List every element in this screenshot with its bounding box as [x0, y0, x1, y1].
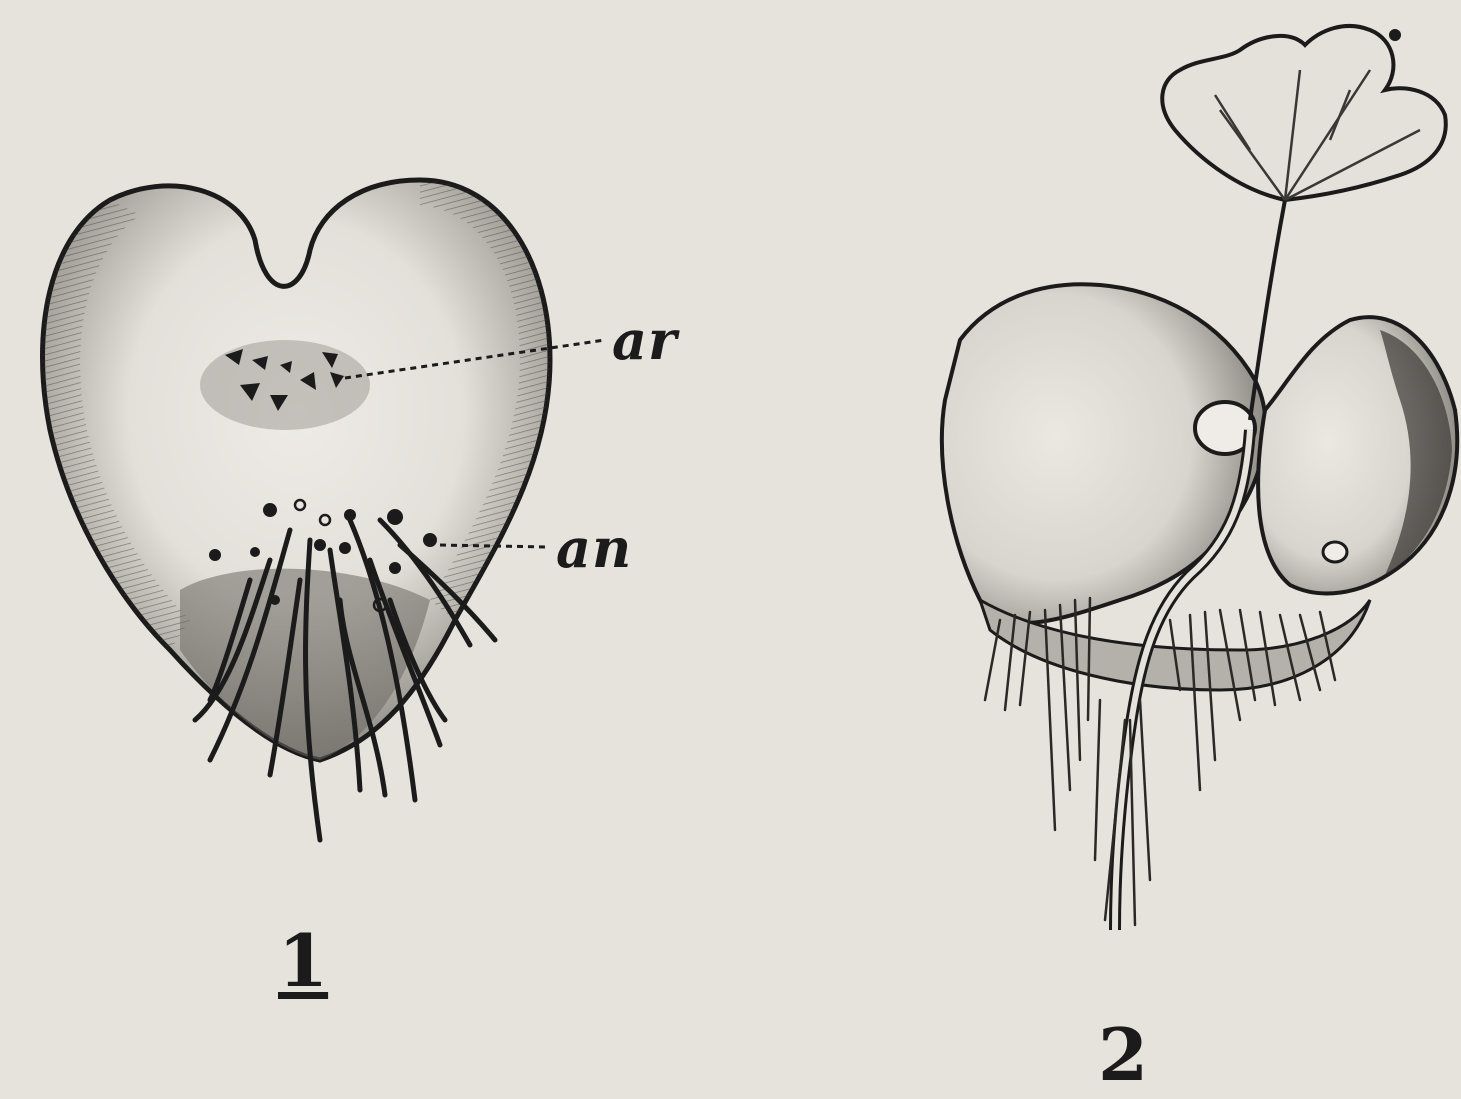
leaf-stalk — [1250, 200, 1285, 420]
figure-1-prothallus — [43, 180, 606, 840]
figure-number-1: 1 — [278, 918, 328, 1003]
archegonia-cluster — [200, 340, 370, 430]
first-leaf — [1162, 26, 1445, 200]
label-ar: ar — [612, 308, 677, 372]
figure-number-2: 2 — [1098, 1012, 1148, 1097]
label-an: an — [556, 516, 632, 580]
figure-2-sporophyte — [942, 26, 1457, 930]
